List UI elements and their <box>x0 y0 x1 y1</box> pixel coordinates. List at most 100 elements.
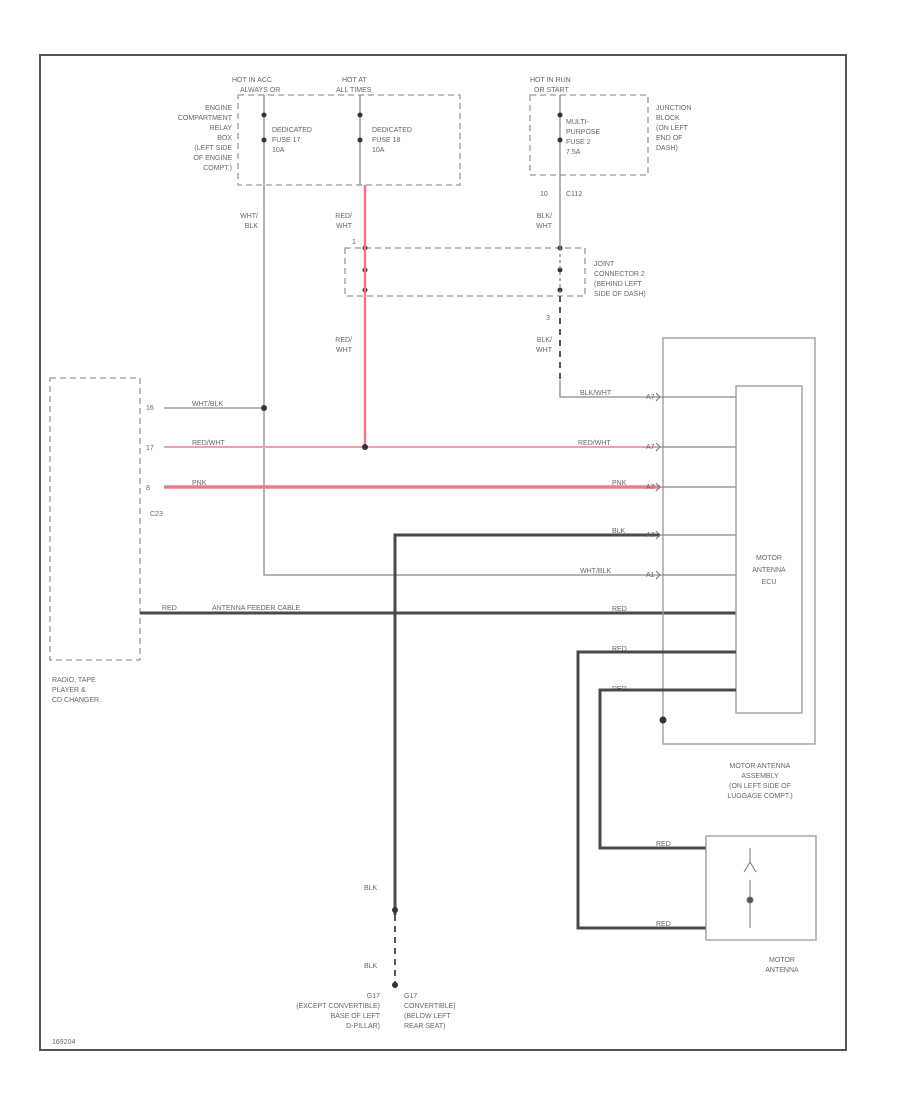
wire-label-red-wht-mid: RED/ WHT <box>335 337 352 354</box>
joint-connector-2 <box>344 247 586 297</box>
svg-text:RELAY: RELAY <box>210 125 233 132</box>
ground-g17-except-convertible: G17 (EXCEPT CONVERTIBLE) BASE OF LEFT D-… <box>296 993 380 1030</box>
radio-pin-17: 17 <box>146 445 154 452</box>
radio-label: RADIO, TAPE PLAYER & CD CHANGER <box>52 677 99 704</box>
svg-text:G17: G17 <box>404 993 417 1000</box>
wire-label-radio-wht-blk: WHT/BLK <box>192 401 223 408</box>
fuse-multi-label: MULTI- PURPOSE FUSE 2 7.5A <box>566 119 601 156</box>
power-source-acc-line1: HOT IN ACC <box>232 77 272 84</box>
svg-text:A7: A7 <box>646 484 655 491</box>
wire-label-blk-wht-mid: BLK/ WHT <box>536 337 553 354</box>
svg-text:(LEFT SIDE: (LEFT SIDE <box>194 145 232 152</box>
pin-1-label: 1 <box>352 239 356 246</box>
svg-text:WHT: WHT <box>536 347 553 354</box>
ground-wire-label-2: BLK <box>364 963 378 970</box>
svg-text:CONVERTIBLE): CONVERTIBLE) <box>404 1003 456 1010</box>
svg-text:FUSE 2: FUSE 2 <box>566 139 591 146</box>
svg-text:7.5A: 7.5A <box>566 149 581 156</box>
wire-label-radio-red-wht: RED/WHT <box>192 440 225 447</box>
wire-blk-ground <box>393 533 660 915</box>
svg-text:CD CHANGER: CD CHANGER <box>52 697 99 704</box>
ecu-connector-marks <box>655 392 661 580</box>
motor-wire-label-1: RED <box>656 841 671 848</box>
svg-text:A7: A7 <box>646 394 655 401</box>
radio-pin-8: 8 <box>146 485 150 492</box>
svg-text:(ON LEFT: (ON LEFT <box>656 125 689 132</box>
radio-tape-cd-unit <box>49 377 141 661</box>
wire-label-radio-pnk: PNK <box>192 480 207 487</box>
radio-pin-16: 16 <box>146 405 154 412</box>
svg-text:10A: 10A <box>272 147 285 154</box>
motor-antenna-ecu <box>735 385 803 714</box>
svg-text:JOINT: JOINT <box>594 261 615 268</box>
svg-text:LUGGAGE COMPT.): LUGGAGE COMPT.) <box>727 793 792 800</box>
power-source-run-line2: OR START <box>534 87 569 94</box>
ecu-label: MOTOR ANTENNA ECU <box>752 555 786 586</box>
ecu-wire-labels: BLK/WHT RED/WHT PNK BLK WHT/BLK RED RED … <box>578 390 627 693</box>
svg-text:BLK/WHT: BLK/WHT <box>580 390 612 397</box>
svg-text:PNK: PNK <box>612 480 627 487</box>
motor-antenna <box>705 835 817 941</box>
svg-text:A7: A7 <box>646 444 655 451</box>
svg-text:WHT: WHT <box>336 347 353 354</box>
svg-text:FUSE 17: FUSE 17 <box>272 137 301 144</box>
engine-relay-box-label: ENGINE COMPARTMENT RELAY BOX (LEFT SIDE … <box>178 105 233 172</box>
diagram-frame <box>39 54 847 1051</box>
svg-text:BASE OF LEFT: BASE OF LEFT <box>331 1013 381 1020</box>
pin-10-label: 10 <box>540 191 548 198</box>
svg-text:WHT/: WHT/ <box>240 213 258 220</box>
svg-text:PLAYER &: PLAYER & <box>52 687 86 694</box>
power-source-all-line1: HOT AT <box>342 77 367 84</box>
svg-text:FUSE 18: FUSE 18 <box>372 137 401 144</box>
svg-text:BLK: BLK <box>245 223 259 230</box>
svg-text:WHT: WHT <box>336 223 353 230</box>
svg-text:BOX: BOX <box>217 135 232 142</box>
svg-text:BLK/: BLK/ <box>537 213 552 220</box>
svg-text:REAR SEAT): REAR SEAT) <box>404 1023 446 1030</box>
svg-text:A7: A7 <box>646 532 655 539</box>
svg-text:A1: A1 <box>646 572 655 579</box>
feeder-cable-color: RED <box>162 605 177 612</box>
svg-text:RED/: RED/ <box>335 337 352 344</box>
fuse-17-label: DEDICATED FUSE 17 10A <box>272 127 312 154</box>
svg-text:ANTENNA: ANTENNA <box>752 567 786 574</box>
junction-block <box>529 94 649 176</box>
svg-text:MOTOR ANTENNA: MOTOR ANTENNA <box>730 763 791 770</box>
motor-antenna-assembly <box>662 337 816 745</box>
junction-block-label: JUNCTION BLOCK (ON LEFT END OF DASH) <box>656 105 691 152</box>
wire-label-red-wht-top: RED/ WHT <box>335 213 352 230</box>
svg-text:G17: G17 <box>367 993 380 1000</box>
motor-antenna-label: MOTOR ANTENNA <box>765 957 799 974</box>
svg-text:BLOCK: BLOCK <box>656 115 680 122</box>
svg-text:WHT: WHT <box>536 223 553 230</box>
svg-text:ECU: ECU <box>762 579 777 586</box>
svg-text:DEDICATED: DEDICATED <box>272 127 312 134</box>
motor-switch-icon <box>743 848 757 928</box>
power-source-run-line1: HOT IN RUN <box>530 77 571 84</box>
svg-text:DASH): DASH) <box>656 145 678 152</box>
svg-text:BLK/: BLK/ <box>537 337 552 344</box>
svg-text:MOTOR: MOTOR <box>756 555 782 562</box>
svg-text:ANTENNA: ANTENNA <box>765 967 799 974</box>
svg-text:RED: RED <box>612 606 627 613</box>
engine-relay-box <box>237 94 461 186</box>
svg-text:RADIO, TAPE: RADIO, TAPE <box>52 677 96 684</box>
svg-text:(EXCEPT CONVERTIBLE): (EXCEPT CONVERTIBLE) <box>296 1003 380 1010</box>
radio-connector-c23: C23 <box>150 511 163 518</box>
wire-label-blk-wht-top: BLK/ WHT <box>536 213 553 230</box>
svg-text:BLK: BLK <box>612 528 626 535</box>
svg-text:MULTI-: MULTI- <box>566 119 589 126</box>
ground-g17-convertible: G17 CONVERTIBLE) (BELOW LEFT REAR SEAT) <box>404 993 456 1030</box>
wire-label-wht-blk-top: WHT/ BLK <box>240 213 258 230</box>
svg-text:MOTOR: MOTOR <box>769 957 795 964</box>
svg-text:(BEHIND LEFT: (BEHIND LEFT <box>594 281 643 288</box>
svg-text:PURPOSE: PURPOSE <box>566 129 601 136</box>
motor-wire-label-2: RED <box>656 921 671 928</box>
feeder-cable-name: ANTENNA FEEDER CABLE <box>212 605 301 612</box>
svg-text:RED: RED <box>612 646 627 653</box>
svg-text:OF ENGINE: OF ENGINE <box>193 155 232 162</box>
wire-motor-red-2 <box>598 688 736 850</box>
connector-c112-label: C112 <box>566 191 582 198</box>
antenna-assembly-label: MOTOR ANTENNA ASSEMBLY (ON LEFT SIDE OF … <box>727 763 792 800</box>
svg-text:COMPARTMENT: COMPARTMENT <box>178 115 233 122</box>
